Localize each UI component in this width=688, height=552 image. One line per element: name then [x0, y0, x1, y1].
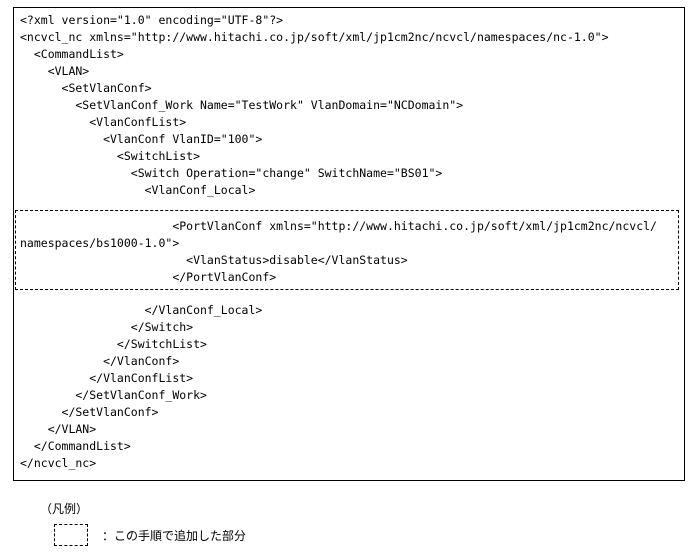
code-frame: [13, 7, 685, 481]
code-line: </VlanConfList>: [20, 371, 194, 385]
code-line-added: namespaces/bs1000-1.0">: [20, 236, 180, 250]
code-line: </ncvcl_nc>: [20, 456, 97, 470]
code-line: </VlanConf>: [20, 354, 180, 368]
code-line: </CommandList>: [20, 439, 131, 453]
code-line-added: <PortVlanConf xmlns="http://www.hitachi.…: [20, 219, 657, 233]
code-line: </SetVlanConf_Work>: [20, 388, 207, 402]
code-line: </SwitchList>: [20, 337, 207, 351]
code-line-added: </PortVlanConf>: [20, 270, 277, 284]
code-line: <ncvcl_nc xmlns="http://www.hitachi.co.j…: [20, 30, 609, 44]
code-line: </SetVlanConf>: [20, 405, 159, 419]
code-line: <SetVlanConf>: [20, 81, 152, 95]
code-line: <Switch Operation="change" SwitchName="B…: [20, 166, 443, 180]
code-line: <VlanConfList>: [20, 115, 187, 129]
code-line: <VLAN>: [20, 64, 90, 78]
code-line: </Switch>: [20, 320, 194, 334]
code-line: <?xml version="1.0" encoding="UTF-8"?>: [20, 13, 284, 27]
legend-description: ：この手順で追加した部分: [102, 529, 247, 543]
legend-title: （凡例）: [40, 502, 89, 516]
code-line: <SwitchList>: [20, 149, 201, 163]
legend-dashed-box: [54, 524, 88, 546]
code-line: </VlanConf_Local>: [20, 303, 263, 317]
code-line: <VlanConf_Local>: [20, 183, 256, 197]
code-line: <SetVlanConf_Work Name="TestWork" VlanDo…: [20, 98, 464, 112]
added-section-dashed-box: [15, 210, 679, 290]
code-line: <CommandList>: [20, 47, 124, 61]
code-line: <VlanConf VlanID="100">: [20, 132, 263, 146]
code-line-added: <VlanStatus>disable</VlanStatus>: [20, 253, 408, 267]
code-line: </VLAN>: [20, 422, 97, 436]
